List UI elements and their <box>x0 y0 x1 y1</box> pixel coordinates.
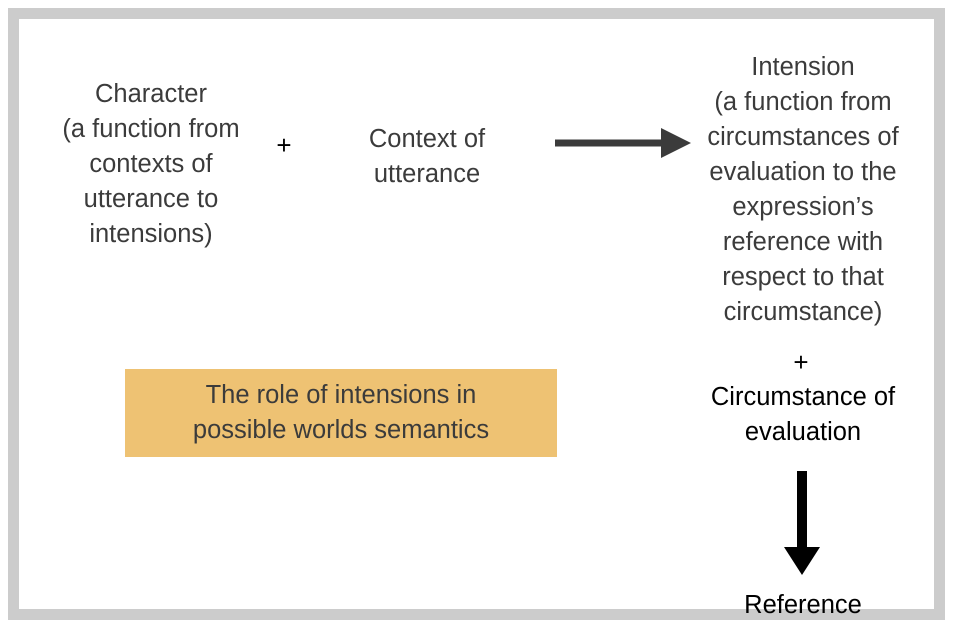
figure-frame: Character (a function from contexts of u… <box>8 8 945 620</box>
plus-operator-1: + <box>276 130 292 160</box>
plus-operator-2: + <box>793 347 809 377</box>
node-context-of-utterance: Context of utterance <box>368 125 486 188</box>
node-circumstance-of-evaluation: Circumstance of evaluation <box>710 383 896 446</box>
node-intension: Intension (a function from circumstances… <box>707 53 899 326</box>
caption-box: The role of intensions in possible world… <box>125 369 557 457</box>
arrow-right-icon <box>553 121 693 165</box>
node-reference: Reference <box>744 591 862 619</box>
caption-text: The role of intensions in possible world… <box>192 381 490 444</box>
node-character: Character (a function from contexts of u… <box>62 80 240 248</box>
arrow-down-icon <box>776 469 828 579</box>
